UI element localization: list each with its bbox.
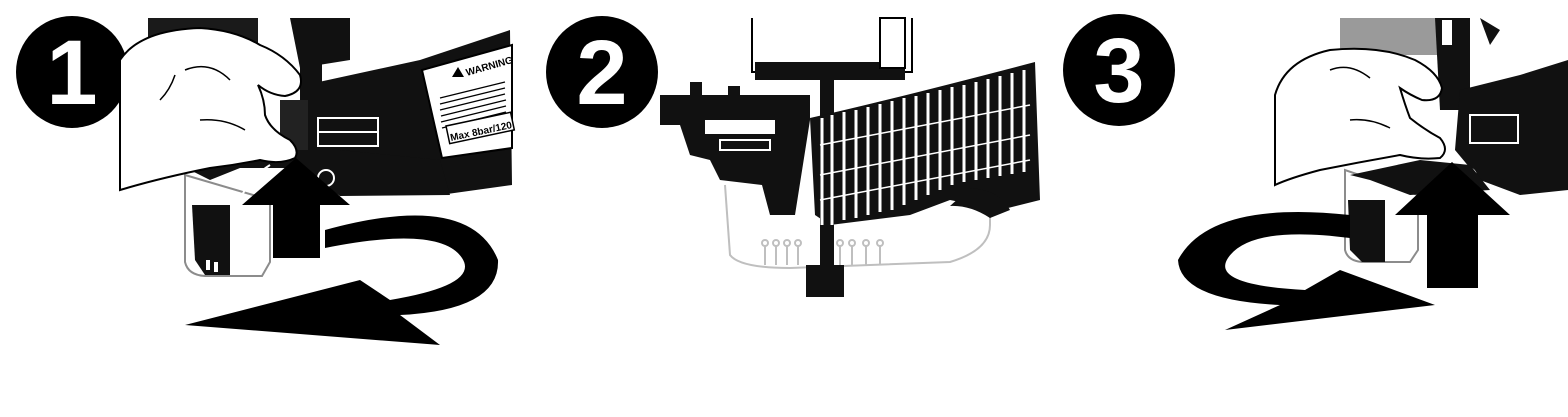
step-1-illustration: 1 WARNING Max 8bar/120 [16, 16, 516, 345]
step-number-2: 2 [576, 22, 627, 124]
step-2-illustration: 2 [546, 16, 1040, 297]
hand-drawing-3 [1274, 47, 1446, 187]
step-3-illustration: 3 [1063, 14, 1568, 330]
rotate-arrow [185, 215, 499, 345]
magazine-open-outline [724, 184, 991, 270]
magazine-outline [184, 173, 271, 277]
magazine-door [660, 82, 810, 215]
step-number-3: 3 [1093, 20, 1144, 122]
nail-heads [761, 239, 884, 265]
nail-strip [820, 70, 1026, 225]
step-badge-1: 1 [16, 16, 128, 128]
hand-drawing [119, 26, 302, 192]
push-up-arrow [242, 158, 350, 258]
step-badge-3: 3 [1063, 14, 1175, 126]
magazine-outline-3 [1344, 168, 1419, 263]
rotate-arrow-3 [1178, 212, 1435, 330]
warning-label: WARNING Max 8bar/120 [420, 43, 516, 160]
step-badge-2: 2 [546, 16, 658, 128]
step-number-1: 1 [46, 22, 97, 124]
push-up-arrow-3 [1395, 162, 1510, 288]
